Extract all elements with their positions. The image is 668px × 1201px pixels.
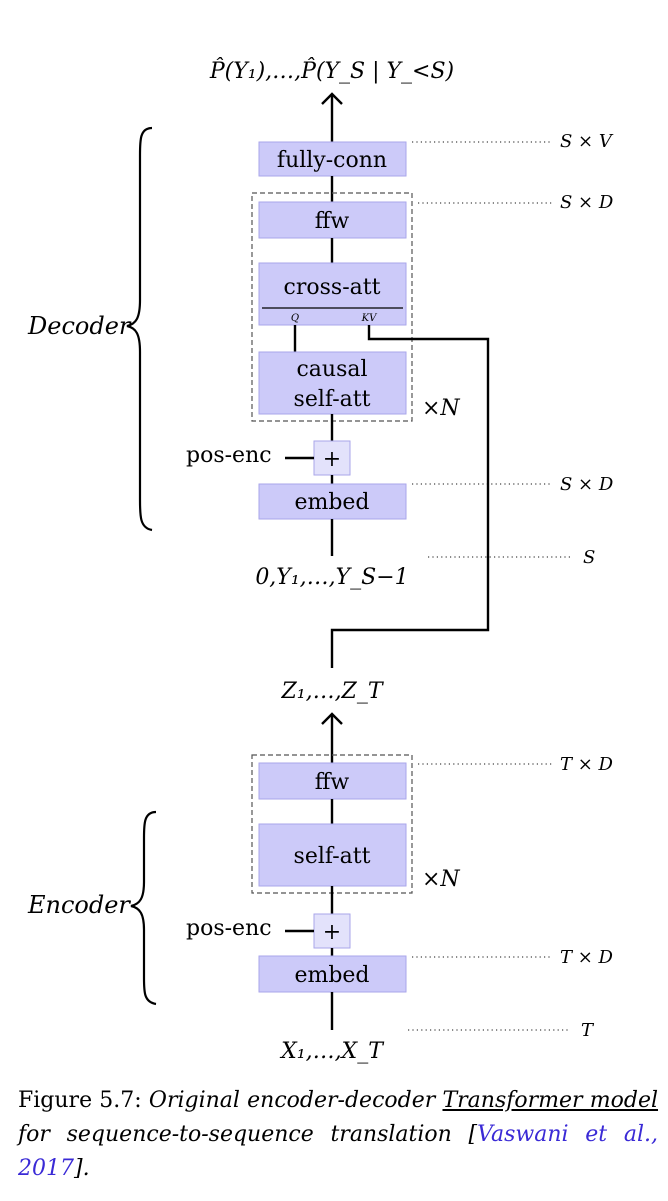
cross-att-label: cross-att — [284, 275, 381, 300]
dim-decoder-block: S × D — [560, 192, 614, 213]
decoder-pos-enc-label: pos-enc — [186, 443, 272, 468]
decoder-output-arrowhead — [321, 92, 343, 105]
dim-encoder-embed: T × D — [560, 947, 614, 968]
fully-conn-box — [258, 141, 407, 177]
encoder-ffw-label: ffw — [315, 770, 350, 795]
encoder-input-label: X₁,…,X_T — [279, 1039, 385, 1064]
caption-suffix: ]. — [74, 1156, 90, 1181]
decoder-plus-sign: + — [323, 447, 341, 472]
encoder-plus-sign: + — [323, 920, 341, 945]
caption-text-b: for sequence-to-sequence translation [ — [18, 1122, 478, 1147]
encoder-brace — [130, 810, 157, 1006]
caption-underlined-term[interactable]: Transformer model — [442, 1088, 659, 1113]
figure-caption: Figure 5.7: Original encoder-decoder Tra… — [18, 1084, 658, 1186]
decoder-side-label: Decoder — [27, 312, 132, 340]
encoder-output-label: Z₁,…,Z_T — [280, 679, 384, 704]
dim-encoder-input: T — [581, 1020, 595, 1041]
decoder-input-label: 0,Y₁,…,Y_S−1 — [255, 565, 408, 590]
cross-att-kv-label: KV — [361, 313, 378, 324]
decoder-brace — [126, 126, 153, 532]
encoder-pos-enc-label: pos-enc — [186, 916, 272, 941]
decoder-ffw-label: ffw — [315, 209, 350, 234]
encoder-self-att-label: self-att — [294, 844, 371, 869]
causal-self-att-box — [258, 351, 407, 415]
encoder-embed-label: embed — [294, 963, 369, 988]
encoder-plus-box — [313, 913, 351, 949]
caption-citation-link[interactable]: Vaswani et al., 2017 — [18, 1122, 658, 1181]
encoder-output-arrowhead — [321, 712, 343, 725]
dim-decoder-input: S — [583, 547, 595, 568]
dim-decoder-embed: S × D — [560, 474, 614, 495]
causal-label-line1: causal — [296, 357, 367, 382]
encoder-self-att-box — [258, 823, 407, 887]
cross-att-q-label: Q — [291, 313, 299, 324]
decoder-output-label: P̂(Y₁),…,P̂(Y_S | Y_<S) — [209, 58, 454, 84]
encoder-repeat-label: ×N — [422, 867, 460, 892]
causal-label-line2: self-att — [294, 387, 371, 412]
dim-fully-conn: S × V — [560, 131, 614, 152]
encoder-side-label: Encoder — [27, 891, 131, 919]
encoder-ffw-box — [258, 762, 407, 800]
cross-att-box — [258, 262, 407, 326]
decoder-embed-label: embed — [294, 490, 369, 515]
caption-text-a: Original encoder-decoder — [148, 1088, 436, 1113]
kv-connection-wire — [330, 325, 490, 668]
caption-prefix: Figure 5.7: — [18, 1088, 142, 1113]
decoder-embed-box — [258, 483, 407, 520]
encoder-embed-box — [258, 955, 407, 993]
fully-conn-label: fully-conn — [277, 148, 387, 173]
dim-encoder-block: T × D — [560, 754, 614, 775]
transformer-diagram: P̂(Y₁),…,P̂(Y_S | Y_<S) fully-conn ffw c… — [27, 58, 614, 1064]
decoder-repeat-label: ×N — [422, 396, 460, 421]
